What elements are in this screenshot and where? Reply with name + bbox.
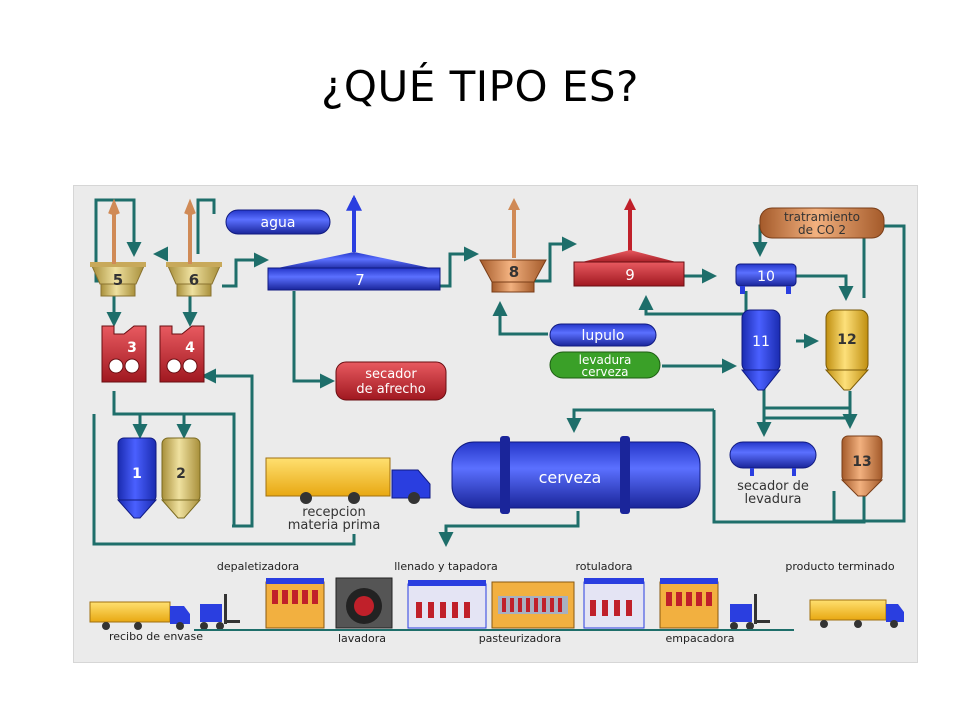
unit-3: 3: [101, 325, 147, 383]
secador-levadura: secador de levadura: [729, 441, 817, 507]
unit-5-label: 5: [113, 271, 123, 289]
unit-7: 7: [267, 194, 441, 291]
secador-levadura-label-2: levadura: [744, 492, 801, 507]
rotuladora-label: rotuladora: [575, 560, 632, 573]
depaletizadora-machine: [265, 578, 325, 629]
secador-afrecho-label-2: de afrecho: [356, 382, 425, 397]
llenado-label: llenado y tapadora: [394, 560, 498, 573]
levadura-label-1: levadura: [579, 353, 632, 367]
forklift-right: [730, 594, 770, 630]
tratamiento-co2: tratramiento de CO 2: [759, 207, 885, 239]
unit-11: 11: [740, 309, 782, 391]
secador-afrecho: secador de afrecho: [335, 361, 447, 401]
unit-6: 6: [166, 198, 222, 297]
unit-12-label: 12: [837, 332, 856, 348]
slide-title: ¿QUÉ TIPO ES?: [321, 62, 639, 111]
unit-8-label: 8: [509, 263, 519, 281]
levadura-cerveza-tank: levadura cerveza: [549, 351, 661, 379]
cerveza-tank-label: cerveza: [539, 468, 602, 487]
tratamiento-label-2: de CO 2: [798, 223, 846, 237]
unit-3-label: 3: [127, 340, 137, 356]
vent-stems-5-6: [112, 208, 192, 264]
unit-10: 10: [735, 263, 797, 294]
unit-7-label: 7: [355, 271, 365, 289]
pasteurizadora-machine: [491, 581, 575, 629]
unit-12: 12: [824, 309, 870, 391]
empacadora-label: empacadora: [666, 632, 735, 645]
pipe-network: [92, 198, 906, 547]
bottling-line: [89, 577, 904, 631]
unit-4: 4: [159, 325, 205, 383]
unit-1-label: 1: [132, 466, 142, 482]
unit-9: 9: [573, 198, 685, 287]
unit-1: 1: [116, 437, 158, 519]
llenado-machine: [407, 580, 487, 629]
empacadora-machine: [659, 578, 719, 629]
producto-label: producto terminado: [785, 560, 894, 573]
bottling-line-labels: depaletizadora llenado y tapadora rotula…: [109, 560, 895, 645]
recibo-truck: [89, 601, 190, 630]
depaletizadora-label: depaletizadora: [217, 560, 299, 573]
forklift-left: [200, 594, 240, 630]
unit-2-label: 2: [176, 466, 186, 482]
lavadora-label: lavadora: [338, 632, 386, 645]
recepcion-label-1: recepcion: [302, 505, 365, 520]
unit-9-label: 9: [625, 266, 635, 284]
beer-process-diagram: 5 6 3 4 1 2 agua: [73, 185, 918, 663]
lupulo-tank: lupulo: [549, 323, 657, 347]
unit-8: 8: [479, 198, 547, 293]
unit-2: 2: [160, 437, 202, 519]
secador-levadura-label-1: secador de: [737, 479, 809, 494]
recepcion-truck: recepcion materia prima: [265, 457, 431, 533]
producto-truck: [809, 599, 904, 628]
unit-13: 13: [840, 435, 884, 497]
recibo-label: recibo de envase: [109, 630, 203, 643]
pasteurizadora-label: pasteurizadora: [479, 632, 562, 645]
cerveza-tank: cerveza: [451, 436, 701, 514]
unit-10-label: 10: [757, 269, 775, 285]
agua-label: agua: [261, 215, 296, 231]
unit-6-label: 6: [189, 271, 199, 289]
process-flow-svg: 5 6 3 4 1 2 agua: [89, 194, 906, 645]
unit-13-label: 13: [852, 454, 871, 470]
rotuladora-machine: [583, 578, 645, 629]
unit-11-label: 11: [752, 334, 770, 350]
levadura-label-2: cerveza: [581, 365, 628, 379]
recepcion-label-2: materia prima: [288, 518, 381, 533]
unit-4-label: 4: [185, 340, 195, 356]
lupulo-label: lupulo: [582, 328, 625, 344]
tratamiento-label-1: tratramiento: [784, 210, 860, 224]
secador-afrecho-label-1: secador: [365, 367, 417, 382]
agua-tank: agua: [225, 209, 331, 235]
lavadora-machine: [335, 577, 393, 629]
